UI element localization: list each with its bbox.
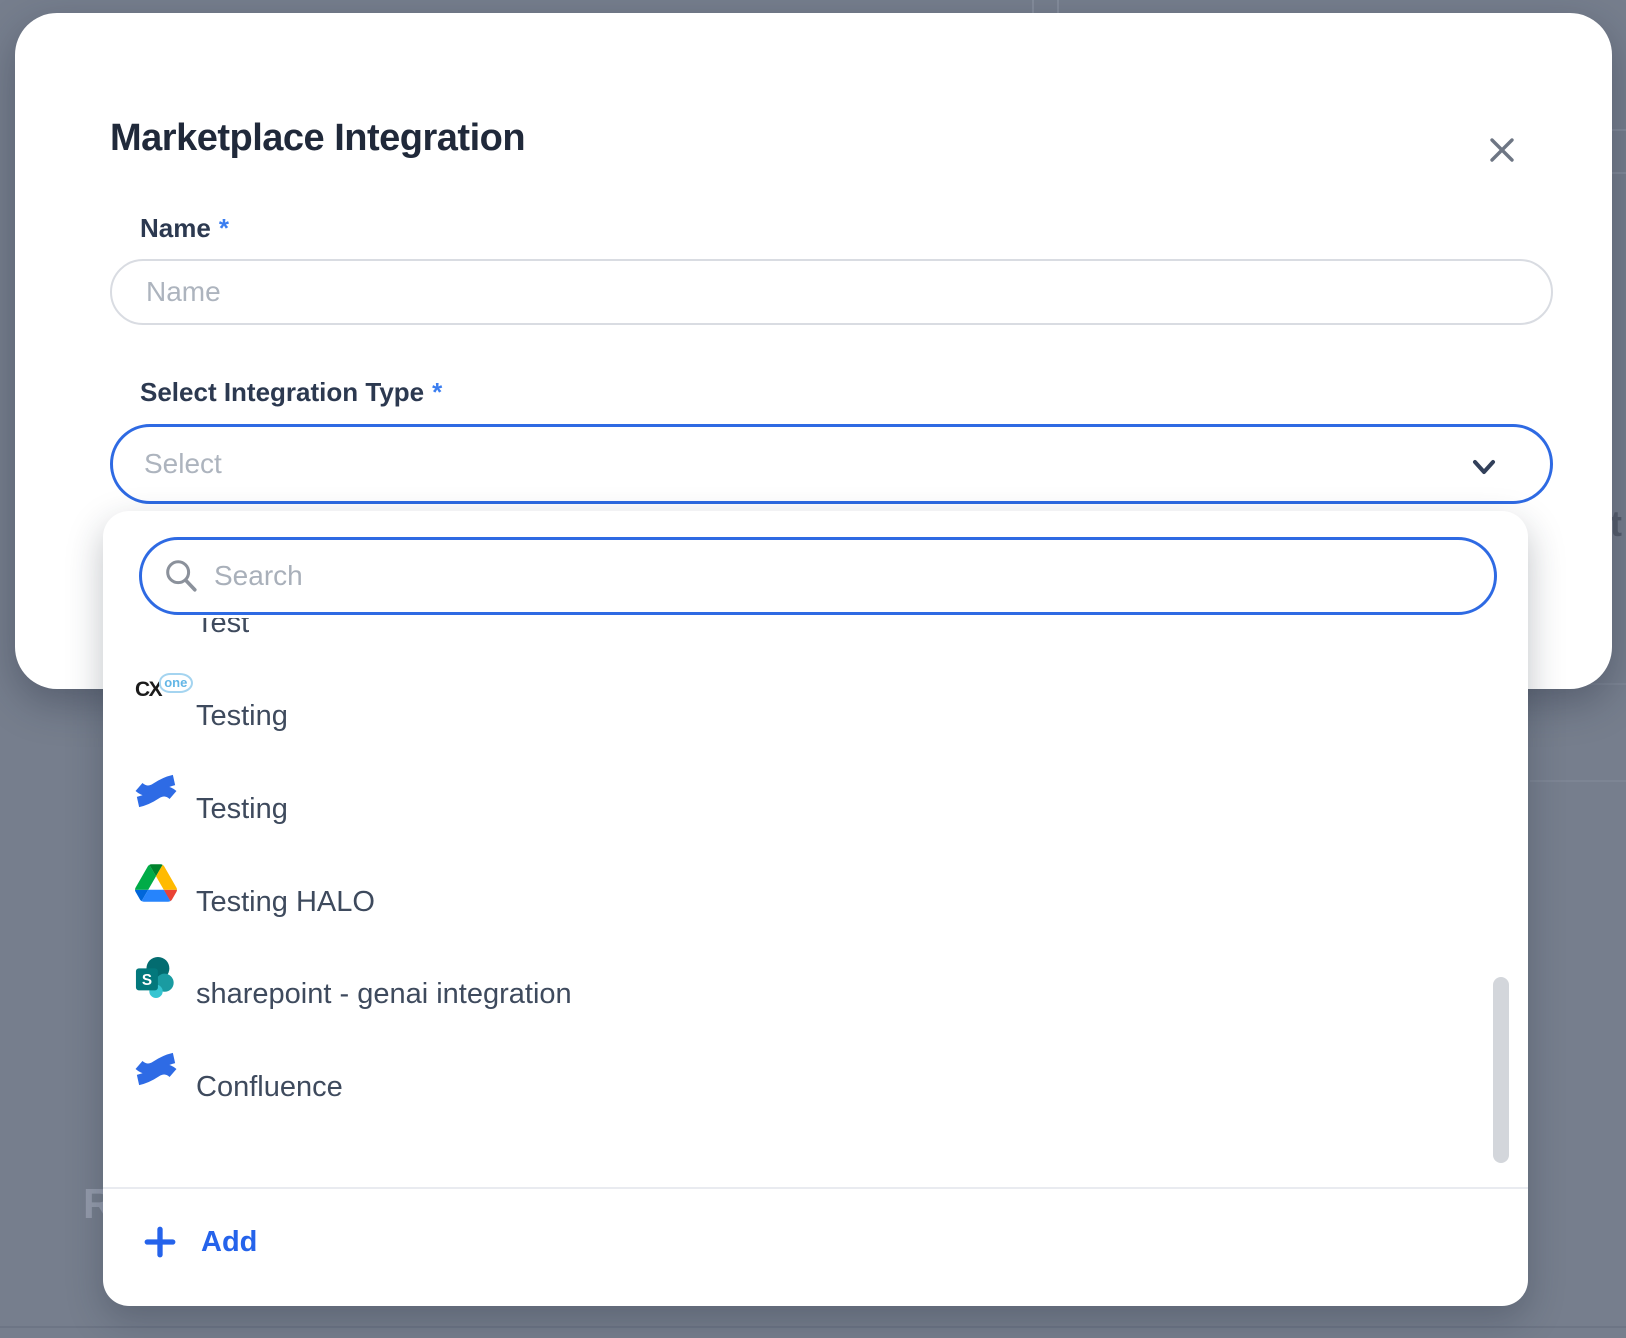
required-marker: * [432, 377, 443, 407]
sharepoint-icon: S [135, 956, 183, 1000]
add-button-label: Add [201, 1225, 258, 1258]
divider [103, 1187, 1528, 1189]
background-text-fragment: t [1610, 503, 1622, 544]
integration-option[interactable]: Test [103, 618, 1488, 674]
name-input[interactable] [110, 259, 1553, 325]
option-label: Confluence [196, 1071, 343, 1103]
integration-option[interactable]: Testing [103, 769, 1488, 860]
background-column-divider [1057, 0, 1059, 14]
integration-type-select[interactable]: Select [110, 424, 1553, 504]
background-column-divider [1032, 0, 1034, 14]
name-field-label: Name* [140, 213, 229, 243]
background-row-divider [0, 1326, 1626, 1328]
option-label: sharepoint - genai integration [196, 978, 572, 1010]
confluence-icon [135, 771, 183, 815]
chevron-down-icon [1468, 451, 1500, 490]
background-row-divider [1612, 172, 1626, 174]
integration-option[interactable]: S sharepoint - genai integration [103, 954, 1488, 1045]
modal-title: Marketplace Integration [110, 117, 526, 159]
confluence-icon [135, 1049, 183, 1093]
scrollbar-thumb[interactable] [1493, 977, 1509, 1163]
search-icon [166, 560, 197, 592]
integration-option[interactable]: Confluence [103, 1047, 1488, 1138]
required-marker: * [218, 213, 229, 243]
close-icon[interactable] [1483, 131, 1521, 169]
dropdown-search-box [139, 537, 1497, 615]
integration-option[interactable]: Testing HALO [103, 862, 1488, 953]
background-row-divider [1530, 780, 1626, 782]
option-label: Test [196, 618, 250, 639]
option-label: Testing [196, 700, 288, 732]
google-drive-icon [135, 864, 183, 908]
search-input[interactable] [214, 560, 1474, 592]
integration-type-label: Select Integration Type* [140, 377, 443, 407]
select-placeholder: Select [144, 448, 222, 479]
background-row-divider [1612, 129, 1626, 131]
option-label: Testing HALO [196, 886, 375, 918]
plus-icon [144, 1226, 176, 1258]
option-label: Testing [196, 793, 288, 825]
svg-text:S: S [142, 972, 152, 989]
add-button[interactable]: Add [143, 1225, 257, 1259]
